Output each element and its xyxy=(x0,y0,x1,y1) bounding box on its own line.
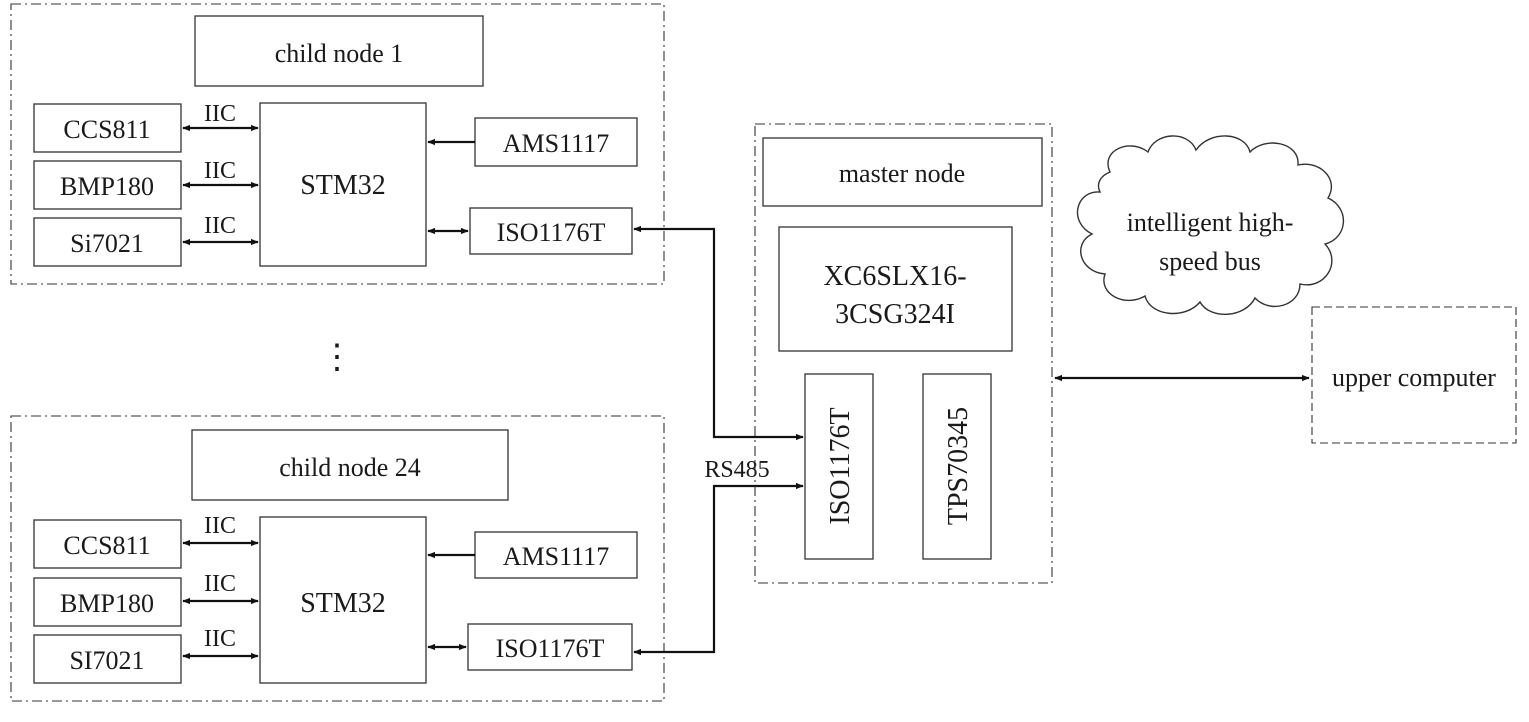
child-1-iic-label-1: IIC xyxy=(204,101,236,127)
child-24-sensor-bmp180: BMP180 xyxy=(60,589,154,618)
child-24-regulator-box xyxy=(474,531,638,579)
child-node-1-boundary xyxy=(10,3,665,285)
child-24-transceiver-box xyxy=(467,623,633,671)
rs485-bus: RS485 xyxy=(633,225,804,656)
child-node-24-title: child node 24 xyxy=(279,453,421,482)
upper-computer-box xyxy=(1311,306,1517,444)
child-24-iic-label-1: IIC xyxy=(204,513,236,539)
cloud-label-line-2: speed bus xyxy=(1159,247,1261,276)
master-transceiver-box xyxy=(804,373,874,560)
child-24-mcu-box xyxy=(259,516,427,684)
child-node-1-title-box xyxy=(194,15,484,87)
child-24-sensor-ccs811: CCS811 xyxy=(63,531,150,560)
child-24-sensor-si7021: SI7021 xyxy=(69,646,144,675)
master-transceiver: ISO1176T xyxy=(825,407,856,524)
child-1-transceiver: ISO1176T xyxy=(497,218,606,247)
master-fpga-line-1: XC6SLX16- xyxy=(823,261,966,292)
child-node-24-title-box xyxy=(191,429,509,501)
child-24-iic-label-2: IIC xyxy=(204,571,236,597)
node-ellipsis: ⋮ xyxy=(320,339,354,376)
child-1-regulator: AMS1117 xyxy=(503,129,609,158)
child-node-1-title: child node 1 xyxy=(275,39,404,68)
master-fpga-box xyxy=(778,226,1013,352)
master-fpga-line-2: 3CSG324I xyxy=(835,299,955,330)
cloud-label-line-1: intelligent high- xyxy=(1127,208,1294,237)
child-1-mcu: STM32 xyxy=(300,170,386,201)
child-24-mcu: STM32 xyxy=(300,588,386,619)
child-node-1-group: child node 1 CCS811 BMP180 Si7021 STM32 … xyxy=(10,3,665,285)
child-1-sensor-si7021-box xyxy=(33,217,182,267)
master-node-title-box xyxy=(762,137,1043,207)
child-24-sensor-si7021-box xyxy=(33,634,182,684)
master-regulator-box xyxy=(922,373,992,560)
child-24-regulator: AMS1117 xyxy=(503,542,609,571)
child-1-iic-label-2: IIC xyxy=(204,158,236,184)
upper-computer-group: upper computer xyxy=(1054,306,1517,444)
child-1-sensor-bmp180-box xyxy=(33,160,182,210)
child-24-transceiver: ISO1176T xyxy=(496,634,605,663)
child-1-sensor-bmp180: BMP180 xyxy=(60,172,154,201)
child-24-sensor-bmp180-box xyxy=(33,577,182,627)
master-node-title: master node xyxy=(839,159,965,188)
child-1-regulator-box xyxy=(474,117,638,167)
child-1-mcu-box xyxy=(259,102,427,267)
master-regulator: TPS70345 xyxy=(943,407,974,525)
master-node-boundary xyxy=(754,123,1053,584)
intelligent-bus-cloud: intelligent high- speed bus xyxy=(1076,135,1345,316)
child-1-iic-label-3: IIC xyxy=(204,213,236,239)
child-1-transceiver-box xyxy=(469,207,633,255)
cloud-icon xyxy=(1076,135,1345,316)
child-24-sensor-ccs811-box xyxy=(33,519,182,569)
child-1-sensor-si7021: Si7021 xyxy=(70,229,144,258)
rs485-link-child-1 xyxy=(633,225,804,441)
master-node-group: master node XC6SLX16- 3CSG324I ISO1176T … xyxy=(754,123,1053,584)
child-node-24-group: child node 24 CCS811 BMP180 SI7021 STM32… xyxy=(10,415,665,702)
upper-computer-label: upper computer xyxy=(1332,363,1496,392)
rs485-label: RS485 xyxy=(704,457,769,483)
child-1-sensor-ccs811: CCS811 xyxy=(63,115,150,144)
child-1-sensor-ccs811-box xyxy=(33,103,182,153)
rs485-link-child-24 xyxy=(633,482,804,656)
child-24-iic-label-3: IIC xyxy=(204,626,236,652)
